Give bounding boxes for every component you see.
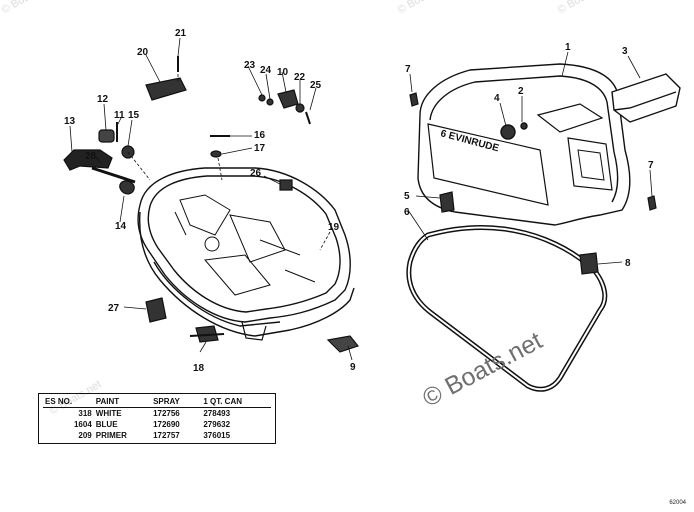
callout-3: 3 xyxy=(622,46,628,57)
callout-12: 12 xyxy=(97,94,109,105)
callout-27: 27 xyxy=(108,303,120,314)
callout-5: 5 xyxy=(404,191,410,202)
callout-26: 26 xyxy=(250,168,262,179)
cowl-seal-gasket xyxy=(406,225,608,392)
paint-table-grid: ES NO. PAINT SPRAY 1 QT. CAN 318 WHITE 1… xyxy=(43,396,271,441)
paint-table-header-row: ES NO. PAINT SPRAY 1 QT. CAN xyxy=(43,396,271,408)
callout-8: 8 xyxy=(625,258,631,269)
cell-spray: 172690 xyxy=(153,420,180,429)
cell-qt-can: 376015 xyxy=(203,431,231,440)
cowl-brackets xyxy=(409,92,657,275)
table-row: 1604 BLUE 172690 279632 xyxy=(43,419,271,430)
callout-20: 20 xyxy=(137,47,149,58)
paint-spec-table: ES NO. PAINT SPRAY 1 QT. CAN 318 WHITE 1… xyxy=(38,393,276,444)
callout-7-right: 7 xyxy=(648,160,654,171)
watermark-text: © Boats.net xyxy=(0,0,55,17)
callout-13: 13 xyxy=(64,116,76,127)
callout-7-top: 7 xyxy=(405,64,411,75)
top-cap xyxy=(611,73,681,123)
callout-4: 4 xyxy=(494,93,500,104)
callout-25: 25 xyxy=(310,80,322,91)
callout-28: 28 xyxy=(85,151,97,162)
callout-18: 18 xyxy=(193,363,205,374)
callout-2: 2 xyxy=(518,86,524,97)
callout-21: 21 xyxy=(175,28,187,39)
cell-es-no: 1604 xyxy=(73,420,92,429)
callout-19: 19 xyxy=(328,222,340,233)
callout-22: 22 xyxy=(294,72,306,83)
upper-motor-cover xyxy=(417,63,631,226)
leader-lines xyxy=(69,37,653,361)
cell-es-no: 209 xyxy=(78,431,92,440)
table-row: 209 PRIMER 172757 376015 xyxy=(43,430,271,441)
header-paint: PAINT xyxy=(93,396,152,408)
header-es-no: ES NO. xyxy=(43,396,94,408)
callout-24: 24 xyxy=(260,65,272,76)
cell-paint: BLUE xyxy=(95,420,118,429)
cell-paint: PRIMER xyxy=(95,431,127,440)
header-spray: SPRAY xyxy=(151,396,202,408)
small-parts xyxy=(63,56,360,353)
callout-numbers: 1 2 3 4 5 6 7 7 8 9 10 11 12 13 14 15 16… xyxy=(64,28,654,374)
cell-paint: WHITE xyxy=(95,409,122,418)
cell-es-no: 318 xyxy=(78,409,92,418)
callout-14: 14 xyxy=(115,221,127,232)
callout-11: 11 xyxy=(114,110,125,121)
cowl-logo-text: 6 EVINRUDE xyxy=(439,128,500,154)
callout-6: 6 xyxy=(404,207,410,218)
callout-9: 9 xyxy=(350,362,356,373)
watermark-text: © Boats.net xyxy=(396,0,452,17)
cell-qt-can: 279632 xyxy=(203,420,231,429)
callout-16: 16 xyxy=(254,130,266,141)
header-qt-can: 1 QT. CAN xyxy=(201,396,271,408)
table-row: 318 WHITE 172756 278493 xyxy=(43,408,271,420)
callout-10: 10 xyxy=(277,67,289,78)
callout-17: 17 xyxy=(254,143,266,154)
figure-id: 62004 xyxy=(669,500,686,506)
callout-1: 1 xyxy=(565,42,571,53)
cell-spray: 172757 xyxy=(153,431,180,440)
cell-spray: 172756 xyxy=(153,409,180,418)
lower-motor-cover xyxy=(137,167,355,341)
callout-15: 15 xyxy=(128,110,140,121)
callout-23: 23 xyxy=(244,60,256,71)
cell-qt-can: 278493 xyxy=(203,409,231,418)
watermark-text: © Boats.net xyxy=(556,0,612,17)
